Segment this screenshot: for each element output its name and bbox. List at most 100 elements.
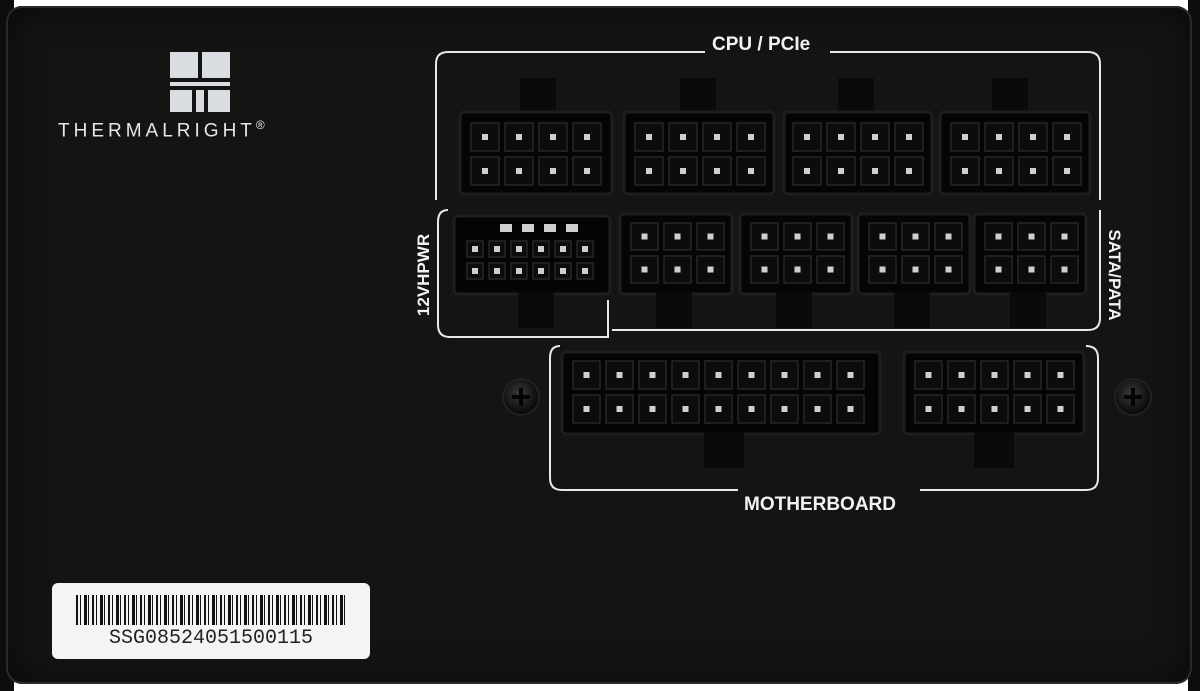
sata3-pin-contact — [879, 233, 886, 240]
sata3-pin — [868, 255, 897, 284]
vhpwr-pin-contact — [472, 268, 478, 274]
cpu2-pin — [702, 122, 732, 152]
cpu2-pin-contact — [646, 134, 652, 140]
mb10-pin-contact — [958, 406, 965, 412]
screw-right-icon — [1116, 380, 1150, 414]
vhpwr-pin-contact — [582, 268, 588, 274]
sata-pata-label: SATA/PATA — [1105, 229, 1124, 321]
sata2-pin-contact — [827, 266, 834, 273]
cpu3-pin-contact — [804, 168, 810, 174]
mb18-pin-contact — [583, 372, 590, 378]
mb18-pin-contact — [748, 372, 755, 378]
brand-wordmark: THERMALRIGHT® — [58, 118, 269, 142]
mb18-pin-contact — [814, 372, 821, 378]
sata4-pin-contact — [1028, 266, 1035, 273]
sata4-pin — [1017, 222, 1046, 251]
sata1-pin-contact — [707, 233, 714, 240]
sata4-pin-contact — [1061, 266, 1068, 273]
cpu1-pin-contact — [482, 168, 488, 174]
mb10-pin-contact — [1024, 406, 1031, 412]
registered-mark: ® — [255, 118, 269, 132]
mb10-pin-contact — [925, 406, 932, 412]
mb18-pin-contact — [715, 372, 722, 378]
cpu1-pin-contact — [550, 168, 556, 174]
mb18-pin-contact — [682, 406, 689, 412]
cpu3-pin-contact — [872, 134, 878, 140]
vhpwr-pin-contact — [560, 246, 566, 252]
mb10-pin-contact — [1057, 406, 1064, 412]
vhpwr-pin-contact — [538, 268, 544, 274]
cpu2-pin-contact — [748, 168, 754, 174]
mb18-pin-contact — [814, 406, 821, 412]
motherboard-label: MOTHERBOARD — [744, 494, 896, 515]
cpu2-pin — [736, 156, 766, 186]
cpu2-pin-contact — [714, 134, 720, 140]
vhpwr-sense-pin — [566, 224, 578, 232]
sata4-pin — [984, 222, 1013, 251]
serial-number: SSG08524051500115 — [108, 627, 314, 650]
sata4-pin-contact — [1061, 233, 1068, 240]
cpu3-pin-contact — [838, 134, 844, 140]
vhpwr-pin-contact — [516, 246, 522, 252]
cpu4-pin-contact — [962, 168, 968, 174]
cpu1-pin-contact — [584, 134, 590, 140]
cpu3-pin-contact — [804, 134, 810, 140]
cpu4-pin-contact — [996, 134, 1002, 140]
mb18-pin-contact — [649, 406, 656, 412]
vhpwr-pin-contact — [582, 246, 588, 252]
cpu2-pin — [668, 122, 698, 152]
cpu4-pin-contact — [1064, 168, 1070, 174]
sata2-pin-contact — [761, 266, 768, 273]
cpu4-pin-contact — [996, 168, 1002, 174]
mb10-pin-contact — [1057, 372, 1064, 378]
cpu3-pin-contact — [872, 168, 878, 174]
cpu-pcie-label: CPU / PCIe — [712, 34, 811, 55]
cpu1-pin — [470, 156, 500, 186]
connector-pins — [466, 122, 1082, 424]
vhpwr-pin-contact — [494, 268, 500, 274]
cpu1-pin — [504, 122, 534, 152]
cpu-bracket-right — [830, 51, 1101, 200]
cpu1-pin-contact — [482, 134, 488, 140]
mb18-pin-contact — [583, 406, 590, 412]
mb18-pin-contact — [715, 406, 722, 412]
mb18-pin-contact — [748, 406, 755, 412]
mb-bracket-right — [920, 345, 1099, 491]
cpu1-pin-contact — [516, 168, 522, 174]
mb10-pin — [980, 394, 1009, 424]
cpu1-pin-contact — [584, 168, 590, 174]
sata2-pin — [783, 222, 812, 251]
cpu3-pin-contact — [906, 168, 912, 174]
cpu4-pin-contact — [1030, 168, 1036, 174]
sata3-pin-contact — [912, 233, 919, 240]
mb10-pin-contact — [925, 372, 932, 378]
mb-bracket-left — [549, 345, 738, 491]
mb18-pin-contact — [616, 372, 623, 378]
mb18-pin-contact — [781, 372, 788, 378]
sata3-pin — [901, 222, 930, 251]
vhpwr-pin-contact — [494, 246, 500, 252]
sata1-pin-contact — [674, 266, 681, 273]
cpu4-pin-contact — [1064, 134, 1070, 140]
cpu3-pin — [826, 156, 856, 186]
mb18-pin-contact — [847, 372, 854, 378]
mb18-pin-contact — [649, 372, 656, 378]
vhpwr-pin-contact — [472, 246, 478, 252]
mb10-pin-contact — [991, 372, 998, 378]
mb10-pin-contact — [991, 406, 998, 412]
sata3-pin-contact — [912, 266, 919, 273]
sata3-pin — [934, 255, 963, 284]
cpu4-pin-contact — [962, 134, 968, 140]
sata3-pin-contact — [945, 266, 952, 273]
vhpwr-pin-contact — [538, 246, 544, 252]
sata4-pin-contact — [995, 233, 1002, 240]
vhpwr-bracket — [437, 209, 609, 338]
sata1-pin-contact — [707, 266, 714, 273]
vhpwr-pin-contact — [516, 268, 522, 274]
mb10-pin-contact — [958, 372, 965, 378]
mb18-pin — [638, 394, 667, 424]
cpu2-pin-contact — [680, 134, 686, 140]
cpu3-pin-contact — [906, 134, 912, 140]
cpu-bracket-left — [435, 51, 705, 200]
sata4-pin-contact — [1028, 233, 1035, 240]
